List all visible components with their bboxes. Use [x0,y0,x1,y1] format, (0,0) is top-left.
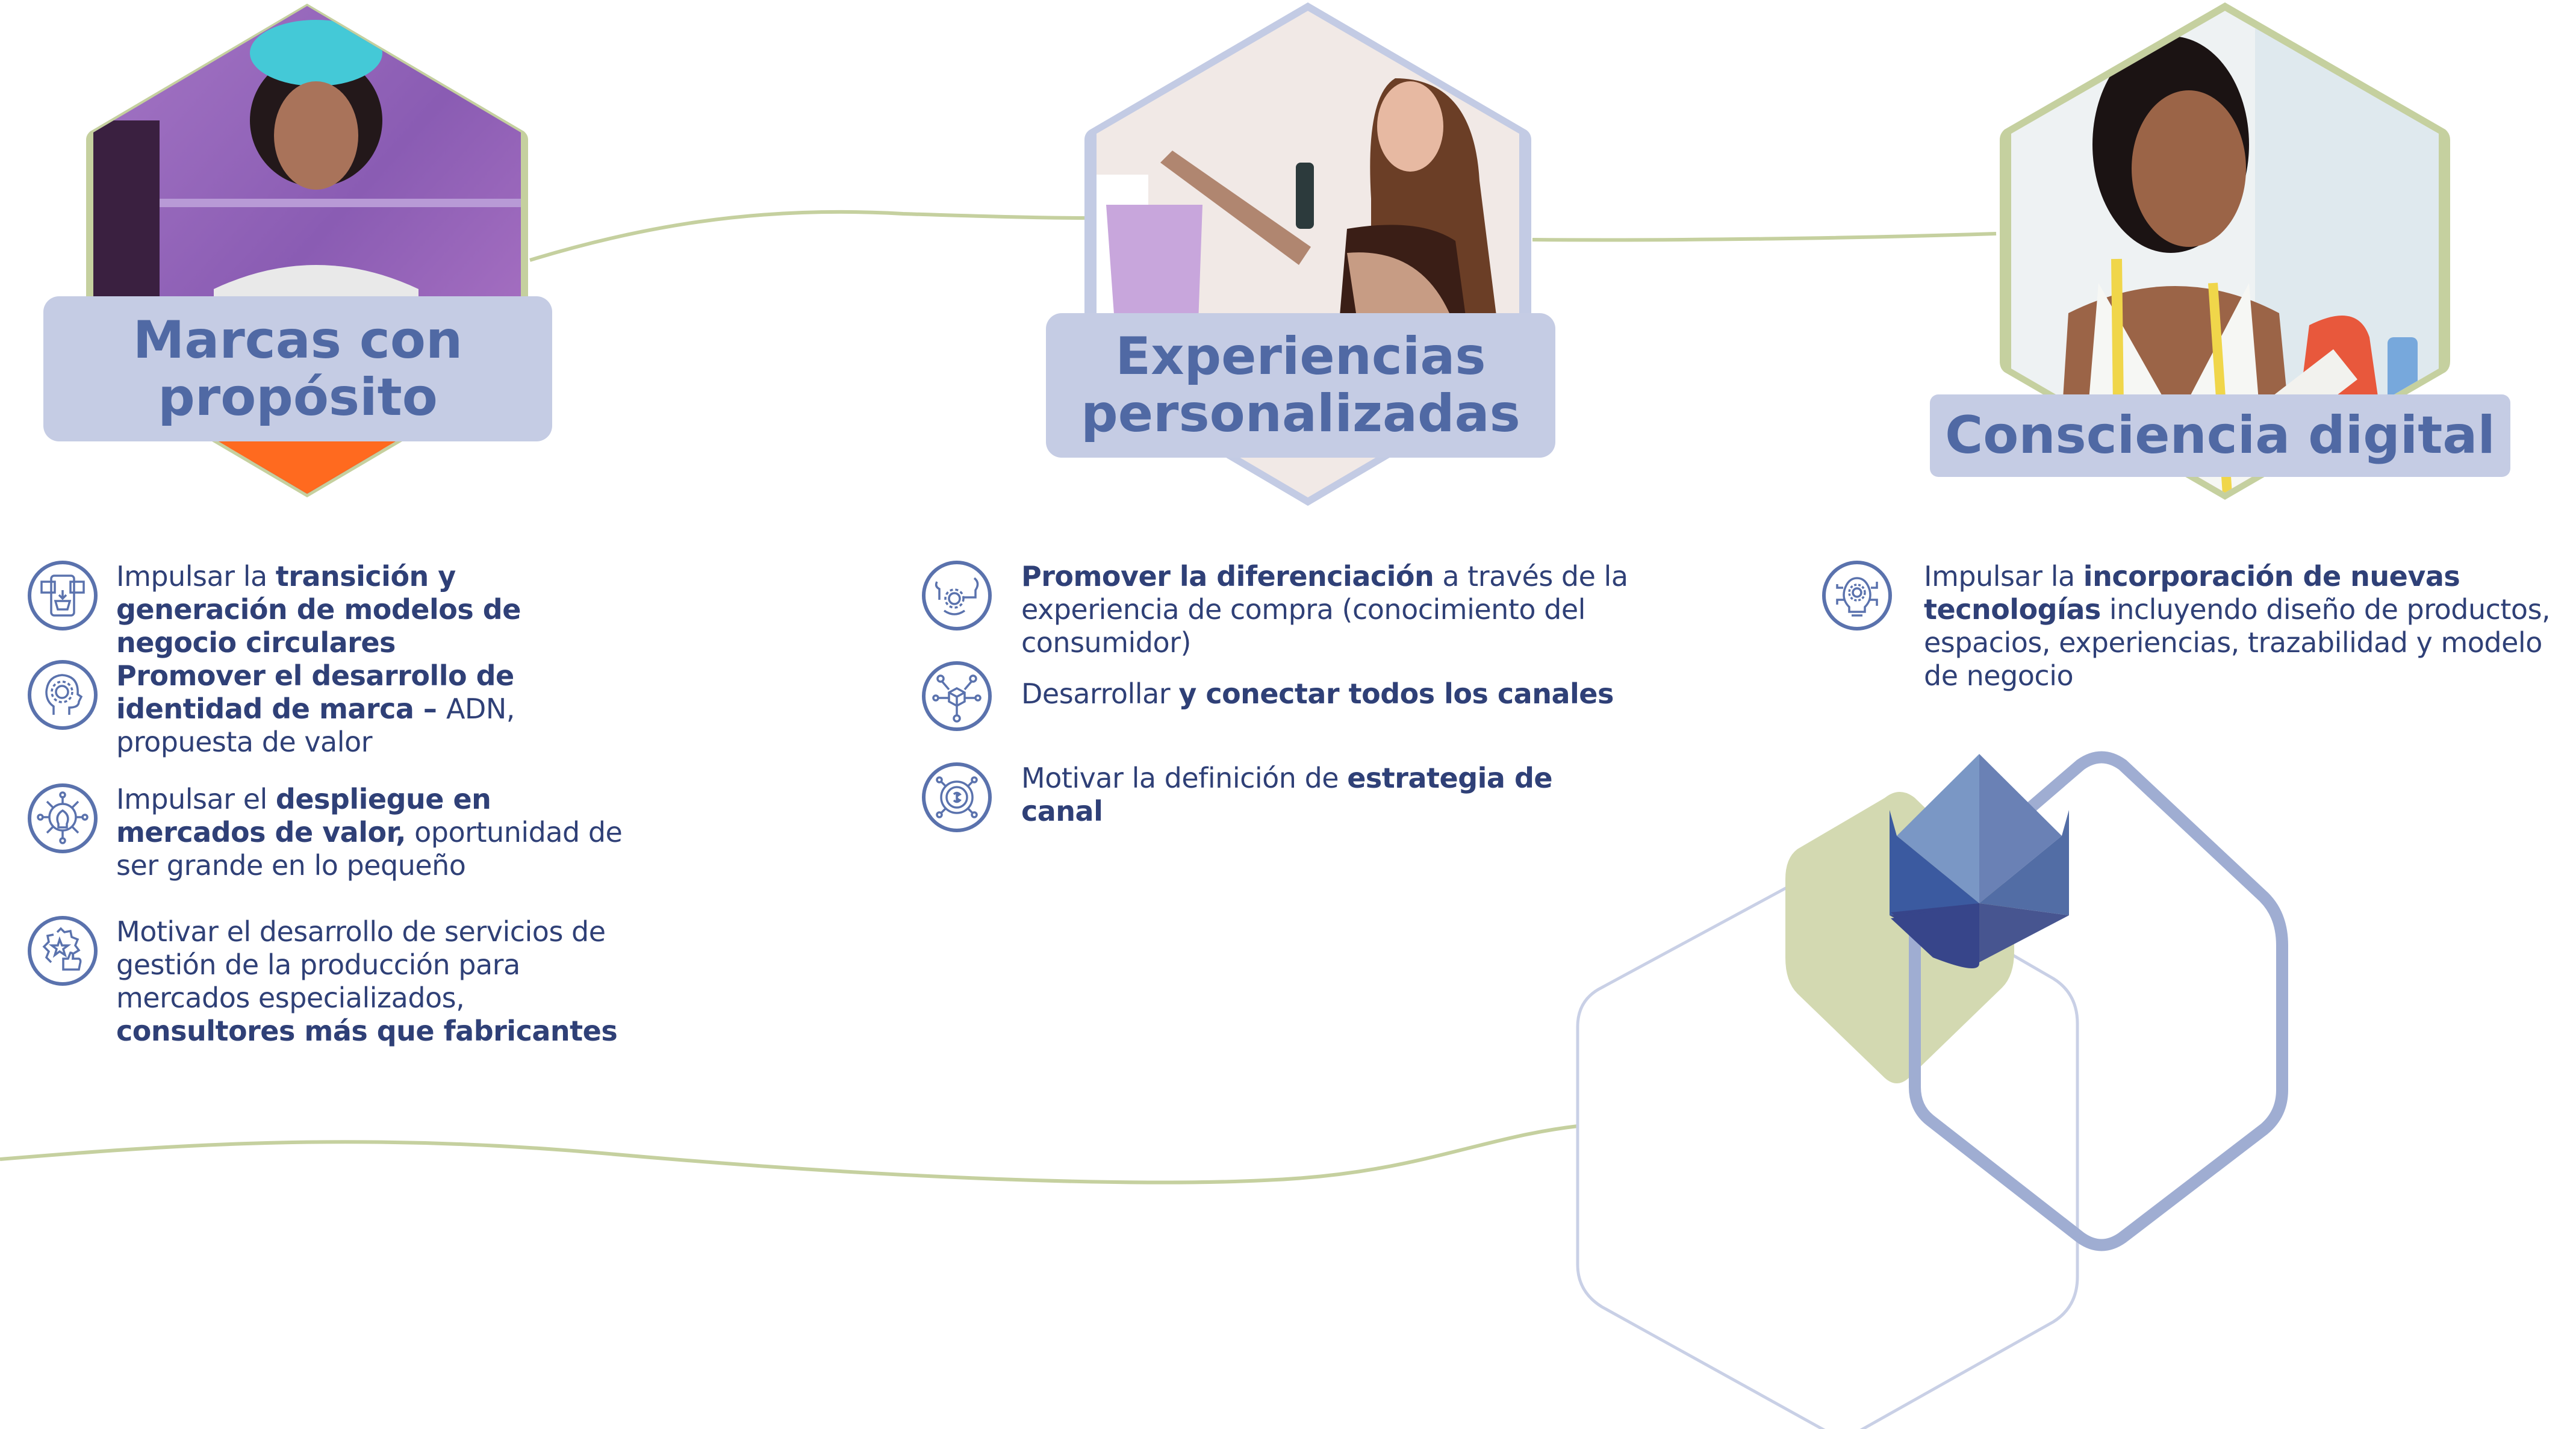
item-text: Impulsar el despliegue en mercados de va… [116,783,623,882]
pillar-title-line2: propósito [158,367,438,428]
list-item: Motivar el desarrollo de servicios de ge… [27,915,629,1048]
pillar-title-line2: personalizadas [1081,384,1520,444]
pillar-title-line1: Consciencia digital [1945,405,2495,465]
pillar-title-experiencias: Experiencias personalizadas [1046,313,1555,458]
item-text: Motivar la definición de estrategia de c… [1021,762,1553,827]
star-thumbs-up-icon [27,915,98,986]
list-item: Impulsar el despliegue en mercados de va… [27,783,629,882]
box-network-icon [921,661,992,732]
item-text: Promover el desarrollo de identidad de m… [116,659,515,758]
item-text: Impulsar la transición y generación de m… [116,560,521,659]
connector-line-1 [529,210,1087,262]
pillar-title-marcas: Marcas con propósito [43,296,552,441]
hexagon-outline-large [1576,859,2079,1429]
pillar-title-line1: Marcas con [132,310,463,370]
item-text: Motivar el desarrollo de servicios de ge… [116,915,618,1047]
pillar-title-consciencia: Consciencia digital [1930,394,2510,477]
money-network-icon [921,762,992,833]
item-text: Desarrollar y conectar todos los canales [1021,677,1614,710]
hexagon-faceted-blue [1890,754,2069,968]
list-item: Promover el desarrollo de identidad de m… [27,659,629,759]
gear-idea-cycle-icon [921,560,992,631]
head-gear-icon [27,659,98,730]
list-item: Impulsar la transición y generación de m… [27,560,629,659]
connector-line-2 [1532,232,1997,242]
pillar-title-line1: Experiencias [1115,326,1486,387]
list-item: Impulsar la incorporación de nuevas tecn… [1822,560,2574,693]
hexagon-outline-thick [1909,751,2288,1251]
phone-basket-icon [27,560,98,631]
lightbulb-network-icon [27,783,98,854]
lightbulb-gear-circuit-icon [1822,560,1893,631]
list-item: Desarrollar y conectar todos los canales [921,661,1644,732]
item-text: Promover la diferenciación a través de l… [1021,560,1628,659]
list-item: Promover la diferenciación a través de l… [921,560,1644,659]
item-text: Impulsar la incorporación de nuevas tecn… [1924,560,2551,692]
connector-line-3 [0,1124,1578,1185]
list-item: Motivar la definición de estrategia de c… [921,762,1644,833]
